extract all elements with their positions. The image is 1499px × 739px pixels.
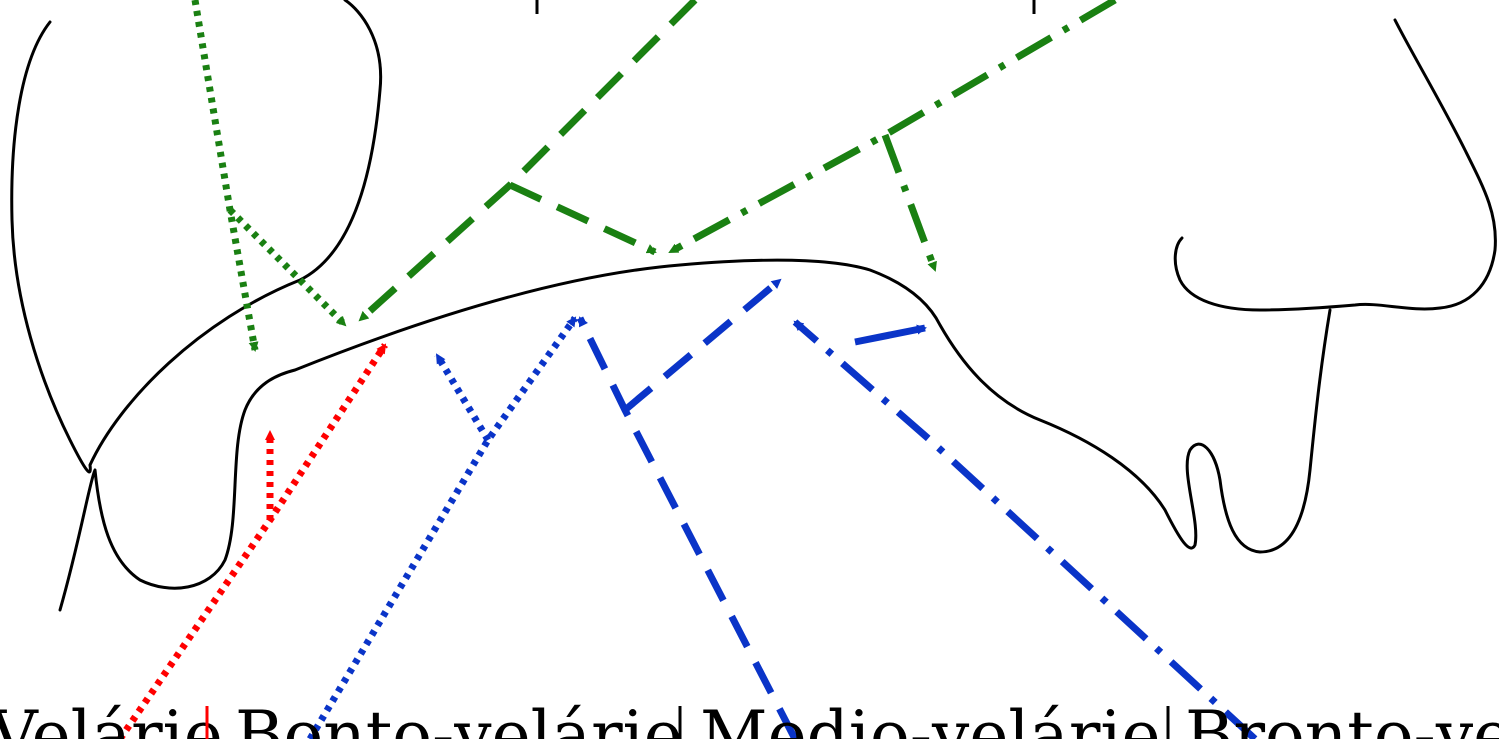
bottom-label-4: Bronto-velárie xyxy=(1185,697,1499,739)
top-label-separators xyxy=(537,0,1034,14)
nose-outline xyxy=(1175,20,1495,310)
blue-dotted-arrow-2 xyxy=(437,355,488,440)
bottom-label-2: Bonto-velárie xyxy=(235,697,683,739)
blue-arrows xyxy=(310,280,1255,739)
green-dashed-arrow-1 xyxy=(360,0,695,320)
green-dashdot-arrow-2 xyxy=(885,135,935,270)
blue-dashed-arrow-2 xyxy=(625,280,780,410)
bottom-label-1: Velárie xyxy=(0,697,223,739)
bottom-labels: Velárie Bonto-velárie Medio-velárie Bron… xyxy=(0,697,1499,739)
green-dashed-arrow-2 xyxy=(510,185,655,252)
green-dashdot-arrow-1 xyxy=(670,0,1115,252)
green-arrows xyxy=(195,0,1115,350)
tongue-outline xyxy=(60,260,1330,610)
velum-outline xyxy=(12,0,381,472)
blue-dashed-arrow-1 xyxy=(580,318,795,739)
blue-dashdot-arrow xyxy=(795,322,1255,739)
blue-dotted-arrow-1 xyxy=(310,318,575,739)
green-dotted-arrow-1 xyxy=(195,0,255,350)
bottom-label-3: Medio-velárie xyxy=(700,697,1161,739)
blue-solid-arrow xyxy=(855,328,925,342)
